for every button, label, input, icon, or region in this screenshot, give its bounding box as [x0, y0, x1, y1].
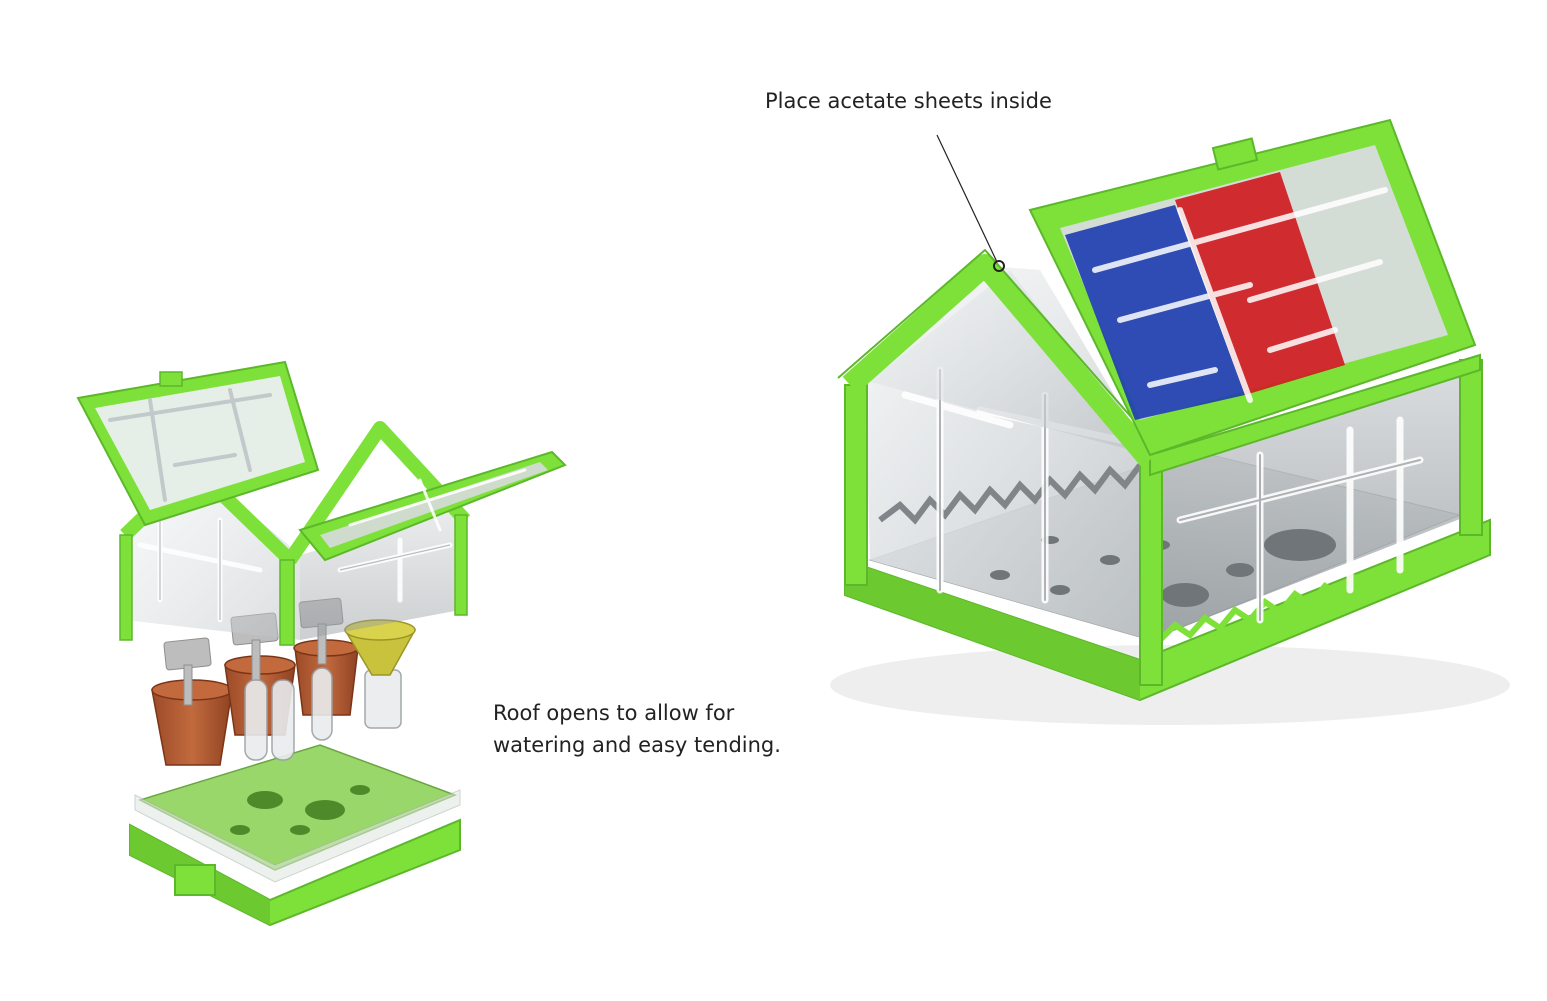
front-wall-exploded [300, 510, 460, 640]
roof-callout: Roof opens to allow for watering and eas… [493, 697, 781, 761]
roof-panel-open-front [298, 450, 567, 562]
roof-callout-line-2: watering and easy tending. [493, 733, 781, 757]
zigzag-wall [878, 463, 1143, 525]
roof-callout-line-1: Roof opens to allow for [493, 701, 735, 725]
greenhouse-assembled [830, 118, 1510, 725]
roof-panel-right [1028, 118, 1477, 457]
acetate-callout: Place acetate sheets inside [765, 85, 1052, 117]
acetate-slot-marker [993, 260, 1005, 272]
gable-frame [842, 254, 1159, 468]
test-tube [244, 667, 402, 761]
base-tray-exploded [129, 744, 461, 927]
acetate-callout-text: Place acetate sheets inside [765, 89, 1052, 113]
callout-leader [936, 134, 998, 263]
greenhouse-exploded [76, 360, 567, 927]
roof-panel-open-back [76, 360, 320, 527]
